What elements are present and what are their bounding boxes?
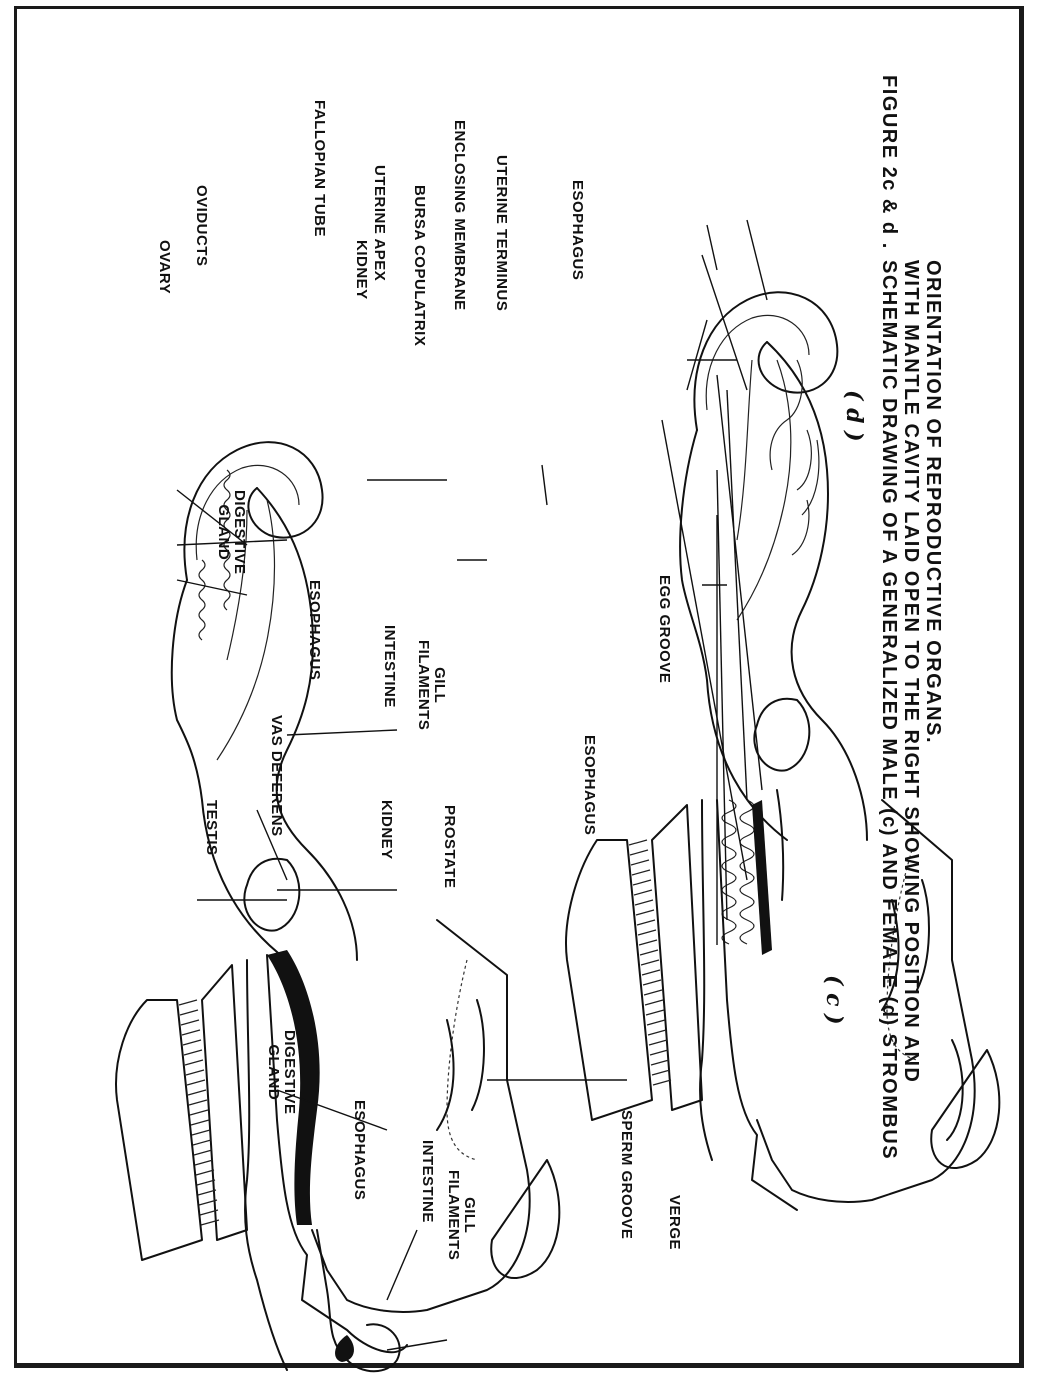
label-fallopian-tube: FALLOPIAN TUBE [311,100,327,237]
label-vas-deferens: VAS DEFERENS [268,715,284,837]
label-esophagus-female: ESOPHAGUS [306,580,322,680]
label-sperm-groove: SPERM GROOVE [618,1110,634,1239]
label-kidney-male: KIDNEY [378,800,394,860]
label-digestive-gland-female: DIGESTIVE GLAND [215,490,247,575]
label-uterine-apex: UTERINE APEX [371,165,387,281]
label-esophagus-male: ESOPHAGUS [351,1100,367,1200]
label-enclosing-membrane: ENCLOSING MEMBRANE [451,120,467,311]
label-intestine-male: INTESTINE [419,1140,435,1223]
label-egg-groove: EGG GROOVE [656,575,672,683]
label-intestine-female: INTESTINE [381,625,397,708]
caption-line-3: ORIENTATION OF REPRODUCTIVE ORGANS. [922,260,943,744]
label-esophagus-top-male: ESOPHAGUS [581,735,597,835]
label-bursa-copulatrix: BURSA COPULATRIX [411,185,427,346]
caption-line-2: WITH MANTLE CAVITY LAID OPEN TO THE RIGH… [900,260,921,1083]
label-esophagus-top-female: ESOPHAGUS [569,180,585,280]
panel-tag-male: ( c ) [821,975,847,1025]
label-kidney-female: KIDNEY [353,240,369,300]
label-uterine-terminus: UTERINE TERMINUS [493,155,509,311]
label-verge: VERGE [666,1195,682,1250]
caption-figure-id: FIGURE 2c & d . [878,75,899,250]
label-gill-filaments-male: GILL FILAMENTS [445,1170,477,1260]
label-testis: TESTIS [203,800,219,856]
label-gill-filaments-female: GILL FILAMENTS [415,640,447,730]
label-ovary: OVARY [156,240,172,294]
label-prostate: PROSTATE [441,805,457,888]
caption-line-1: SCHEMATIC DRAWING OF A GENERALIZED MALE … [878,260,899,1160]
label-digestive-gland-male: DIGESTIVE GLAND [265,1030,297,1115]
panel-tag-female: ( d ) [841,390,867,442]
label-oviducts: OVIDUCTS [193,185,209,267]
